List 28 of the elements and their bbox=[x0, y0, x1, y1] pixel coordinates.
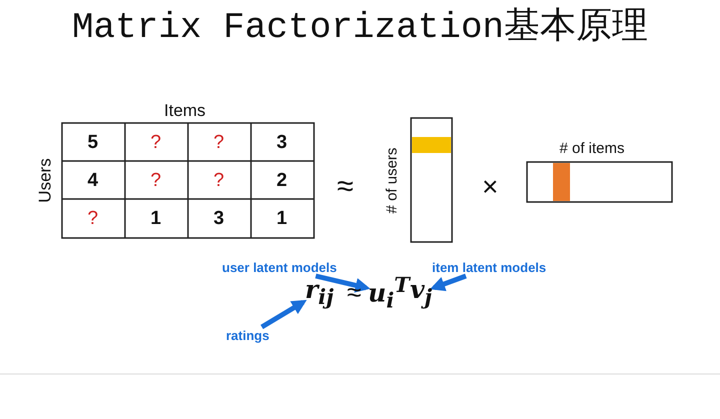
callout-text: item latent models bbox=[432, 261, 546, 274]
matrix-value: 1 bbox=[150, 208, 162, 228]
axis-label: # of users bbox=[384, 147, 400, 213]
matrix-value: ? bbox=[150, 170, 162, 190]
matrix-value: 3 bbox=[276, 132, 288, 152]
matrix-value: 3 bbox=[214, 208, 224, 228]
matrix-value: 5 bbox=[88, 132, 98, 152]
arrow bbox=[260, 300, 307, 330]
arrow bbox=[315, 274, 370, 293]
axis-label: Users bbox=[36, 158, 54, 202]
matrix-value: 2 bbox=[276, 170, 288, 190]
callout-text: ratings bbox=[226, 329, 270, 342]
arrow bbox=[430, 274, 467, 292]
formula-term: v$_{j}$ bbox=[410, 276, 432, 309]
axis-label: Items bbox=[164, 102, 206, 118]
matrix-value: 4 bbox=[88, 170, 98, 190]
slide-title: Matrix Factorization基本原理 bbox=[70, 10, 650, 46]
operator-symbol: ≈ bbox=[337, 172, 354, 202]
formula-term: r$_{ij}$ bbox=[305, 276, 334, 309]
matrix-value: ? bbox=[214, 170, 224, 190]
operator-symbol: ≈ bbox=[347, 279, 362, 305]
matrix-value: ? bbox=[150, 132, 162, 152]
matrix-value: 1 bbox=[276, 208, 288, 228]
matrix-value: ? bbox=[214, 132, 224, 152]
operator-symbol: × bbox=[482, 173, 498, 201]
axis-label: # of items bbox=[560, 140, 625, 156]
matrix-value: ? bbox=[88, 208, 98, 228]
callout-text: user latent models bbox=[222, 261, 337, 274]
